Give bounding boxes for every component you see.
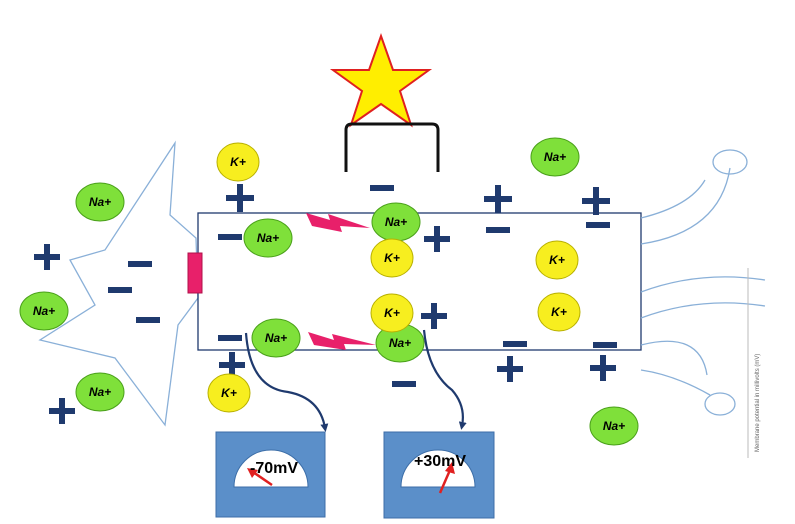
- side-axis-label: Membrane potential in millivolts (mV): [755, 354, 761, 452]
- potassium-ion-label: K+: [384, 251, 400, 265]
- sodium-ion-label: Na+: [544, 150, 566, 164]
- potassium-ion: K+: [535, 240, 579, 280]
- sodium-ion: Na+: [243, 218, 293, 258]
- resting-potential-reading: -70mV: [250, 460, 298, 477]
- plus-icon: [34, 244, 60, 270]
- gauge-needle: [252, 470, 273, 487]
- stimulus-bracket: [344, 122, 440, 172]
- sodium-ion-label: Na+: [89, 385, 111, 399]
- sodium-ion: Na+: [589, 406, 639, 446]
- gauge-needle: [438, 469, 452, 494]
- potassium-ion-label: K+: [549, 253, 565, 267]
- axon-terminals: [640, 149, 766, 416]
- stimulus-star-icon: [329, 32, 433, 128]
- sodium-ion-label: Na+: [265, 331, 287, 345]
- potassium-ion: K+: [207, 373, 251, 413]
- sodium-ion-label: Na+: [385, 215, 407, 229]
- plus-icon: [590, 355, 616, 381]
- sodium-channel-top: [306, 213, 370, 232]
- axon-hillock-channel: [187, 252, 203, 294]
- cell-body: [38, 140, 199, 427]
- plus-icon: [497, 356, 523, 382]
- sodium-ion-label: Na+: [389, 336, 411, 350]
- plus-icon: [421, 303, 447, 329]
- plus-icon: [226, 184, 254, 212]
- plus-icon: [582, 187, 610, 215]
- potassium-ion: K+: [370, 238, 414, 278]
- potassium-ion-label: K+: [221, 386, 237, 400]
- potassium-ion: K+: [537, 292, 581, 332]
- charges: [34, 184, 617, 424]
- plus-icon: [219, 352, 245, 378]
- sodium-ion-label: Na+: [257, 231, 279, 245]
- sodium-ion-label: Na+: [89, 195, 111, 209]
- voltmeter-active: +30mV: [383, 431, 495, 519]
- sodium-ion: Na+: [19, 291, 69, 331]
- voltmeter-resting: -70mV: [215, 431, 326, 518]
- sodium-ion: Na+: [251, 318, 301, 358]
- potassium-ion-label: K+: [230, 155, 246, 169]
- electrode-wire-active: [422, 329, 467, 430]
- sodium-ion-label: Na+: [603, 419, 625, 433]
- potassium-ion-label: K+: [384, 306, 400, 320]
- potassium-ion-label: K+: [551, 305, 567, 319]
- sodium-ion: Na+: [371, 202, 421, 242]
- sodium-ion: Na+: [75, 372, 125, 412]
- potassium-ion: K+: [216, 142, 260, 182]
- sodium-ion: Na+: [75, 182, 125, 222]
- plus-icon: [49, 398, 75, 424]
- plus-icon: [484, 185, 512, 213]
- active-potential-reading: +30mV: [414, 453, 466, 470]
- ions-layer: Na+ Na+ Na+ Na+ Na+ Na+ Na+ Na+ Na+ K+ K+ K+ K+ K+ K+: [19, 137, 639, 446]
- sodium-ion: Na+: [530, 137, 580, 177]
- potassium-ion: K+: [370, 293, 414, 333]
- electrode-wire-resting: [244, 332, 329, 432]
- plus-icon: [424, 226, 450, 252]
- sodium-channel-bottom: [308, 332, 376, 350]
- sodium-ion-label: Na+: [33, 304, 55, 318]
